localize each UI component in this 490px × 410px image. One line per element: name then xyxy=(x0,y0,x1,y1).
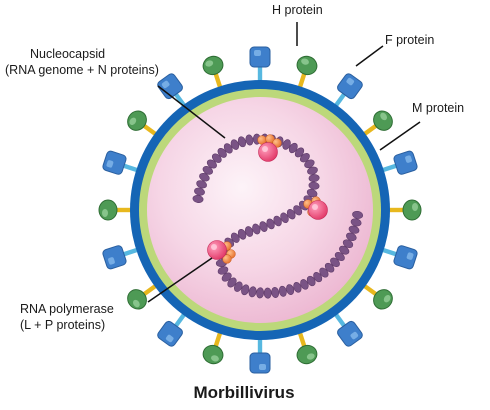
nucleoprotein-bead xyxy=(221,272,232,282)
nucleoprotein-bead xyxy=(271,287,280,298)
h-protein-spike xyxy=(381,150,418,175)
f-protein-spike xyxy=(388,199,422,221)
nucleoprotein-bead xyxy=(211,153,222,163)
nucleoprotein-bead xyxy=(293,205,303,216)
nucleoprotein-bead xyxy=(217,147,227,158)
nucleocapsid-strand xyxy=(192,133,364,299)
nucleoprotein-bead xyxy=(306,275,316,287)
f-protein-spike xyxy=(127,283,158,310)
nucleoprotein-bead xyxy=(233,281,243,292)
nucleoprotein-bead xyxy=(230,139,240,150)
nucleoprotein-bead xyxy=(339,245,350,255)
h-protein-spike xyxy=(157,73,187,108)
nucleoprotein-bead xyxy=(199,172,210,182)
nucleoprotein-bead xyxy=(282,139,291,150)
nucleoprotein-bead xyxy=(217,266,229,275)
nucleoprotein-bead xyxy=(294,147,305,158)
nucleoprotein-bead xyxy=(334,251,345,262)
nucleoprotein-bead xyxy=(206,159,217,169)
f-protein-spike xyxy=(127,110,158,137)
polymerase-complex xyxy=(303,196,328,220)
nucleoprotein-bead xyxy=(241,284,250,296)
nucleoprotein-bead xyxy=(259,221,268,232)
nucleoprotein-bead xyxy=(202,166,213,175)
nucleoprotein-bead xyxy=(286,209,296,220)
nucleoprotein-bead xyxy=(300,153,310,163)
nucleoprotein-bead xyxy=(263,287,272,299)
h-protein-spike xyxy=(333,312,363,347)
f-protein-leader xyxy=(355,45,384,67)
nucleoprotein-bead xyxy=(273,215,282,227)
nucleoprotein-bead xyxy=(348,225,360,234)
m-protein-label: M protein xyxy=(412,101,464,115)
nucleoprotein-bead xyxy=(352,210,364,219)
nucleoprotein-bead xyxy=(244,226,254,237)
nucleoprotein-bead xyxy=(280,212,289,224)
f-protein-spike xyxy=(296,331,318,365)
polymerase-complex xyxy=(207,240,236,264)
nucleoprotein-bead xyxy=(319,267,329,278)
nucleoprotein-bead xyxy=(245,134,254,146)
f-protein-spike xyxy=(98,199,132,221)
h-protein-label: H protein xyxy=(272,3,323,17)
nucleoprotein-bead xyxy=(324,262,335,273)
f-protein-spike xyxy=(362,283,393,310)
nucleocapsid-label-line1: Nucleocapsid xyxy=(30,47,105,61)
nucleoprotein-bead xyxy=(288,142,298,154)
nucleoprotein-bead xyxy=(313,272,323,283)
nucleoprotein-bead xyxy=(266,218,275,230)
h-protein-spike xyxy=(333,73,363,108)
nucleoprotein-bead xyxy=(230,232,240,243)
nucleoprotein-bead xyxy=(307,166,318,175)
nucleoprotein-bead xyxy=(237,136,247,148)
polymerase-label-line2: (L + P proteins) xyxy=(20,318,105,332)
nucleoprotein-bead xyxy=(330,257,340,267)
polymerase-complex xyxy=(257,134,282,162)
nucleoprotein-bead xyxy=(237,229,247,240)
polymerase-leader xyxy=(147,257,213,303)
rna-polymerase-complexes xyxy=(207,134,328,264)
f-protein-spike xyxy=(202,331,224,365)
surface-glycoproteins xyxy=(98,46,422,374)
h-protein-spike xyxy=(381,245,418,270)
nucleoprotein-bead xyxy=(252,223,261,235)
nucleoprotein-bead xyxy=(308,174,320,183)
nucleoprotein-bead xyxy=(256,287,265,299)
diagram-title: Morbillivirus xyxy=(193,383,294,402)
virion-interior xyxy=(147,97,373,323)
nucleoprotein-bead xyxy=(304,159,315,169)
nucleocapsid-label-line2: (RNA genome + N proteins) xyxy=(5,63,159,77)
nucleoprotein-bead xyxy=(308,181,320,190)
nucleoprotein-bead xyxy=(342,239,354,249)
nucleoprotein-bead xyxy=(306,188,318,198)
f-protein-spike xyxy=(296,55,318,89)
h-protein-spike xyxy=(249,338,271,374)
nucleoprotein-bead xyxy=(300,279,309,290)
nucleoprotein-bead xyxy=(346,232,357,241)
nucleoprotein-bead xyxy=(227,277,237,288)
nucleoprotein-bead xyxy=(196,180,207,189)
m-protein-leader xyxy=(379,121,421,151)
h-protein-spike xyxy=(102,150,139,175)
f-protein-spike xyxy=(202,55,224,89)
h-protein-spike xyxy=(157,312,187,347)
f-protein-spike xyxy=(362,110,393,137)
nucleoprotein-bead xyxy=(293,281,302,293)
f-protein-label: F protein xyxy=(385,33,434,47)
nucleoprotein-bead xyxy=(192,195,204,203)
h-protein-spike xyxy=(102,245,139,270)
nucleoprotein-bead xyxy=(248,286,257,298)
nucleocapsid-leader xyxy=(157,85,226,139)
nucleoprotein-bead xyxy=(350,218,362,227)
nucleoprotein-bead xyxy=(223,143,233,154)
polymerase-label-line1: RNA polymerase xyxy=(20,302,114,316)
nucleoprotein-bead xyxy=(286,284,295,296)
nucleoprotein-bead xyxy=(194,187,205,196)
h-protein-spike xyxy=(249,46,271,82)
